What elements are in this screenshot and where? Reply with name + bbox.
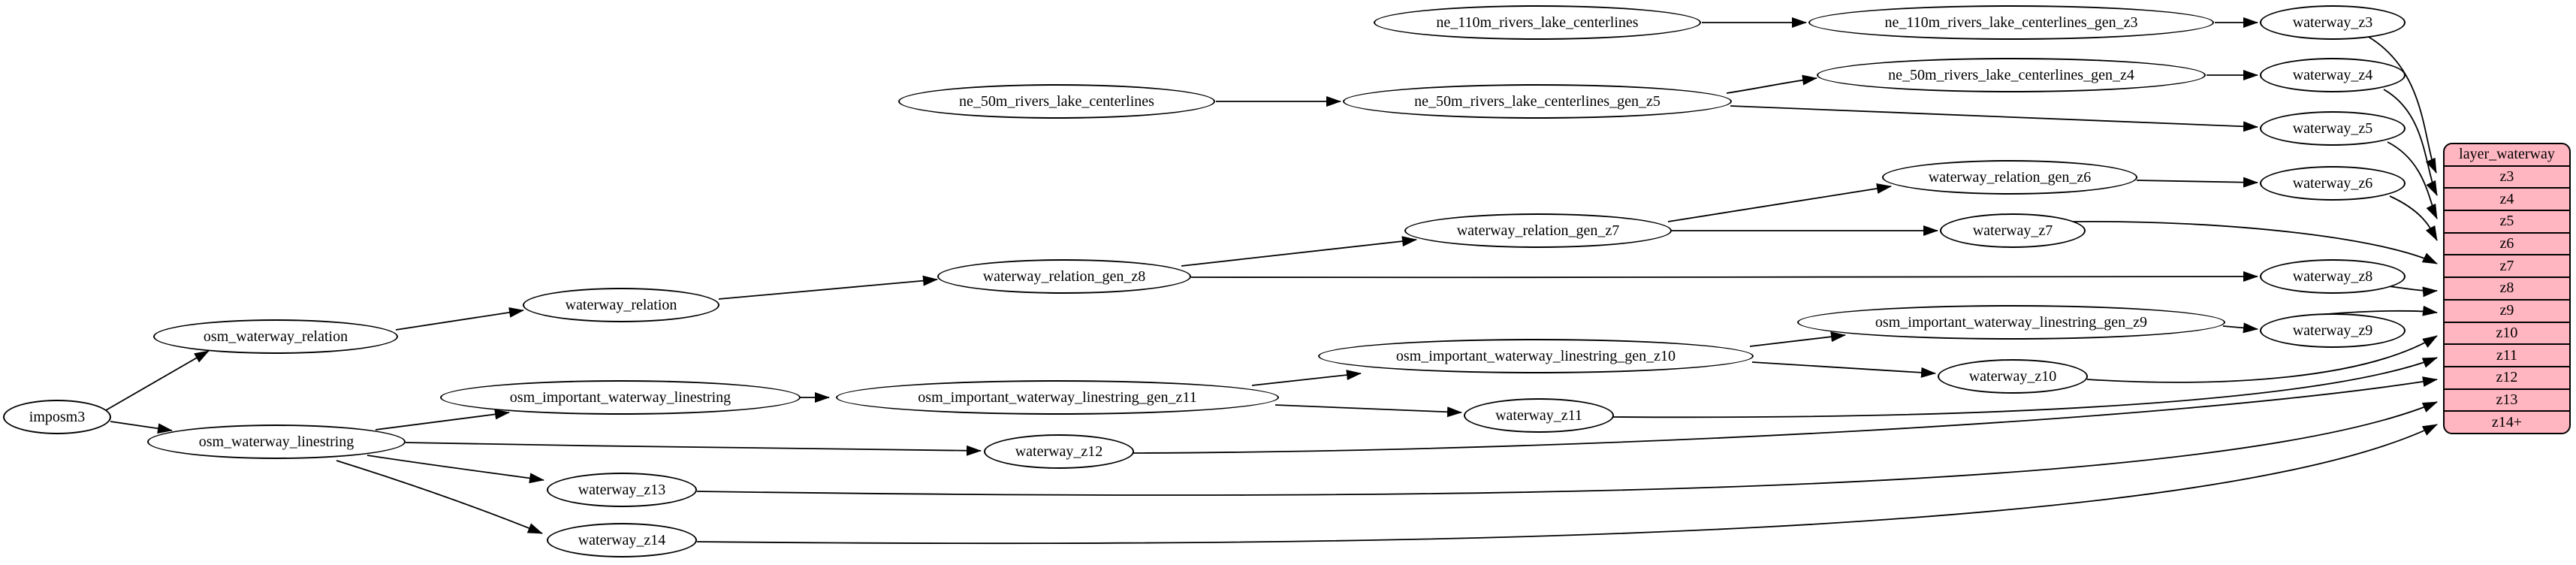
edge-waterway_z3-to-layer_waterway:z3: [2366, 35, 2437, 174]
edge-osm_important_waterway_linestring_gen_z9-to-waterway_z9: [2222, 322, 2258, 334]
edge-imposm3-to-osm_waterway_relation: [105, 350, 210, 411]
layer-waterway-row-z3: z3: [2445, 165, 2569, 188]
edge-ne_50m_rivers_lake_centerlines_gen_z5-to-waterway_z5: [1730, 105, 2258, 132]
layer-waterway-row-z8: z8: [2445, 276, 2569, 299]
edge-waterway_z10-to-layer_waterway:z10: [2086, 335, 2438, 383]
node-waterway_z12: waterway_z12: [984, 434, 1134, 469]
node-waterway_z7: waterway_z7: [1940, 213, 2086, 248]
edge-ne_50m_rivers_lake_centerlines_gen_z5-to-ne_50m_rivers_lake_centerlines_gen_z4: [1726, 74, 1817, 94]
edge-osm_important_waterway_linestring_gen_z10-to-waterway_z10: [1751, 361, 1936, 378]
layer-waterway-table-header: layer_waterway: [2459, 146, 2555, 163]
node-waterway_z8: waterway_z8: [2260, 259, 2406, 294]
node-waterway_z11: waterway_z11: [1464, 398, 1614, 433]
edge-waterway_relation_gen_z8-to-waterway_z8: [1190, 271, 2258, 282]
edge-osm_waterway_linestring-to-waterway_z14: [336, 460, 543, 534]
edge-osm_waterway_linestring-to-waterway_z12: [405, 442, 982, 456]
node-ne_110m_rivers_lake_centerlines_gen_z3: ne_110m_rivers_lake_centerlines_gen_z3: [1808, 5, 2214, 40]
edge-waterway_z12-to-layer_waterway:z12: [1133, 376, 2438, 454]
node-ne_50m_rivers_lake_centerlines_gen_z4: ne_50m_rivers_lake_centerlines_gen_z4: [1817, 58, 2206, 92]
edge-waterway_relation-to-waterway_relation_gen_z8: [718, 275, 938, 300]
node-imposm3: imposm3: [3, 400, 111, 434]
node-waterway_z6: waterway_z6: [2260, 166, 2406, 201]
edge-waterway_z13-to-layer_waterway:z13: [696, 401, 2438, 496]
edge-osm_important_waterway_linestring_gen_z10-to-osm_important_waterway_linestring_gen_z9: [1749, 331, 1846, 347]
layer-waterway-row-z4: z4: [2445, 187, 2569, 210]
node-osm_waterway_relation: osm_waterway_relation: [153, 319, 398, 354]
edge-waterway_relation_gen_z8-to-waterway_relation_gen_z7: [1181, 236, 1417, 267]
node-osm_important_waterway_linestring: osm_important_waterway_linestring: [440, 380, 801, 415]
node-waterway_relation_gen_z7: waterway_relation_gen_z7: [1404, 213, 1672, 248]
node-waterway_relation_gen_z6: waterway_relation_gen_z6: [1882, 160, 2137, 195]
edge-osm_waterway_linestring-to-waterway_z13: [366, 455, 544, 484]
edge-waterway_z14-to-layer_waterway:z14+: [696, 424, 2438, 545]
node-waterway_z10: waterway_z10: [1938, 359, 2088, 394]
node-waterway_z14: waterway_z14: [547, 523, 697, 557]
node-waterway_z9: waterway_z9: [2260, 313, 2406, 348]
layer-waterway-row-z9: z9: [2445, 298, 2569, 322]
edge-osm_important_waterway_linestring_gen_z11-to-osm_important_waterway_linestring_gen_z10: [1251, 370, 1362, 386]
layer-waterway-row-z12: z12: [2445, 365, 2569, 388]
node-osm_important_waterway_linestring_gen_z11: osm_important_waterway_linestring_gen_z1…: [836, 380, 1279, 415]
layer-waterway-row-z11: z11: [2445, 343, 2569, 366]
edge-waterway_z4-to-layer_waterway:z4: [2383, 89, 2438, 196]
node-osm_important_waterway_linestring_gen_z10: osm_important_waterway_linestring_gen_z1…: [1318, 339, 1754, 373]
edge-osm_waterway_relation-to-waterway_relation: [395, 307, 524, 331]
node-waterway_z5: waterway_z5: [2260, 111, 2406, 146]
node-waterway_z3: waterway_z3: [2260, 5, 2406, 40]
node-waterway_relation: waterway_relation: [523, 288, 719, 322]
edge-imposm3-to-osm_waterway_linestring: [110, 421, 173, 434]
edge-waterway_z6-to-layer_waterway:z6: [2389, 195, 2438, 241]
edge-osm_important_waterway_linestring_gen_z11-to-waterway_z11: [1274, 404, 1462, 418]
layer-waterway-row-z5: z5: [2445, 210, 2569, 232]
node-osm_important_waterway_linestring_gen_z9: osm_important_waterway_linestring_gen_z9: [1797, 305, 2225, 340]
node-ne_50m_rivers_lake_centerlines: ne_50m_rivers_lake_centerlines: [898, 84, 1215, 119]
layer-waterway-row-z14plus: z14+: [2445, 410, 2569, 433]
node-osm_waterway_linestring: osm_waterway_linestring: [147, 425, 406, 459]
node-waterway_z4: waterway_z4: [2260, 58, 2406, 92]
node-waterway_z13: waterway_z13: [547, 473, 697, 507]
edge-waterway_z5-to-layer_waterway:z5: [2387, 141, 2438, 219]
edge-waterway_z7-to-layer_waterway:z7: [2072, 220, 2438, 264]
layer-waterway-row-z10: z10: [2445, 321, 2569, 344]
node-waterway_relation_gen_z8: waterway_relation_gen_z8: [937, 259, 1191, 294]
edge-waterway_relation_gen_z6-to-waterway_z6: [2136, 177, 2258, 188]
layer-waterway-row-z6: z6: [2445, 231, 2569, 255]
layer-waterway-row-z13: z13: [2445, 388, 2569, 411]
node-ne_110m_rivers_lake_centerlines: ne_110m_rivers_lake_centerlines: [1374, 5, 1701, 40]
edge-waterway_relation_gen_z7-to-waterway_relation_gen_z6: [1667, 183, 1892, 222]
node-ne_50m_rivers_lake_centerlines_gen_z5: ne_50m_rivers_lake_centerlines_gen_z5: [1343, 84, 1732, 119]
layer-waterway-row-z7: z7: [2445, 254, 2569, 276]
edge-waterway_z8-to-layer_waterway:z8: [2388, 286, 2438, 298]
edge-waterway_z11-to-layer_waterway:z11: [1612, 357, 2438, 418]
edge-osm_waterway_linestring-to-osm_important_waterway_linestring: [375, 409, 510, 431]
